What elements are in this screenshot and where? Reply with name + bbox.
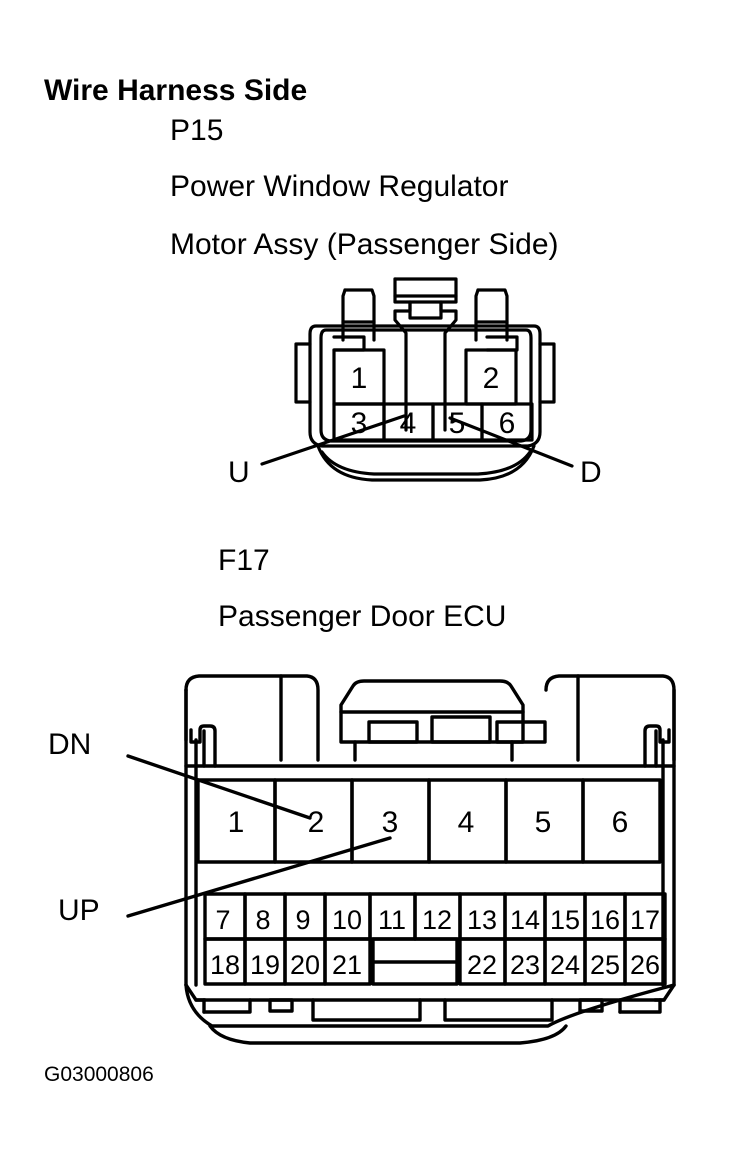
f17-connector-name: Passenger Door ECU xyxy=(218,600,507,633)
f17-pin-19: 19 xyxy=(250,950,280,980)
f17-pin-17: 17 xyxy=(630,905,660,935)
p15-connector-name-line2: Motor Assy (Passenger Side) xyxy=(170,228,559,261)
f17-pin-22: 22 xyxy=(467,950,497,980)
p15-pin-2: 2 xyxy=(483,362,500,395)
f17-pin-13: 13 xyxy=(467,905,497,935)
f17-pin-10: 10 xyxy=(332,905,362,935)
f17-pin-20: 20 xyxy=(290,950,320,980)
f17-pin-15: 15 xyxy=(550,905,580,935)
f17-pin-8: 8 xyxy=(255,905,270,935)
figure-code: G03000806 xyxy=(44,1063,154,1086)
f17-pin-5: 5 xyxy=(535,806,552,839)
f17-pin-4: 4 xyxy=(458,806,475,839)
f17-pin-7: 7 xyxy=(215,905,230,935)
p15-pin-5: 5 xyxy=(449,407,466,440)
p15-pin-4: 4 xyxy=(400,407,417,440)
p15-callout-d-label: D xyxy=(580,456,602,489)
p15-callout-u-label: U xyxy=(228,456,250,489)
f17-pin-26: 26 xyxy=(630,950,660,980)
f17-pin-9: 9 xyxy=(295,905,310,935)
f17-pin-12: 12 xyxy=(422,905,452,935)
f17-pin-16: 16 xyxy=(590,905,620,935)
f17-connector-code: F17 xyxy=(218,544,270,577)
f17-callout-dn-label: DN xyxy=(48,728,92,761)
f17-pin-14: 14 xyxy=(510,905,540,935)
f17-pin-23: 23 xyxy=(510,950,540,980)
f17-pin-11: 11 xyxy=(378,905,406,935)
f17-pin-25: 25 xyxy=(590,950,620,980)
f17-callout-up-label: UP xyxy=(58,894,100,927)
f17-pin-6: 6 xyxy=(612,806,629,839)
f17-pin-21: 21 xyxy=(332,950,362,980)
f17-pin-3: 3 xyxy=(382,806,399,839)
f17-pin-18: 18 xyxy=(210,950,240,980)
page-title: Wire Harness Side xyxy=(44,74,308,107)
p15-pin-1: 1 xyxy=(351,362,368,395)
f17-pin-2: 2 xyxy=(308,806,325,839)
p15-pin-3: 3 xyxy=(351,407,368,440)
f17-pin-1: 1 xyxy=(228,806,245,839)
p15-connector-name-line1: Power Window Regulator xyxy=(170,170,509,203)
p15-connector-code: P15 xyxy=(170,114,224,147)
f17-pin-24: 24 xyxy=(550,950,580,980)
p15-pin-6: 6 xyxy=(499,407,516,440)
